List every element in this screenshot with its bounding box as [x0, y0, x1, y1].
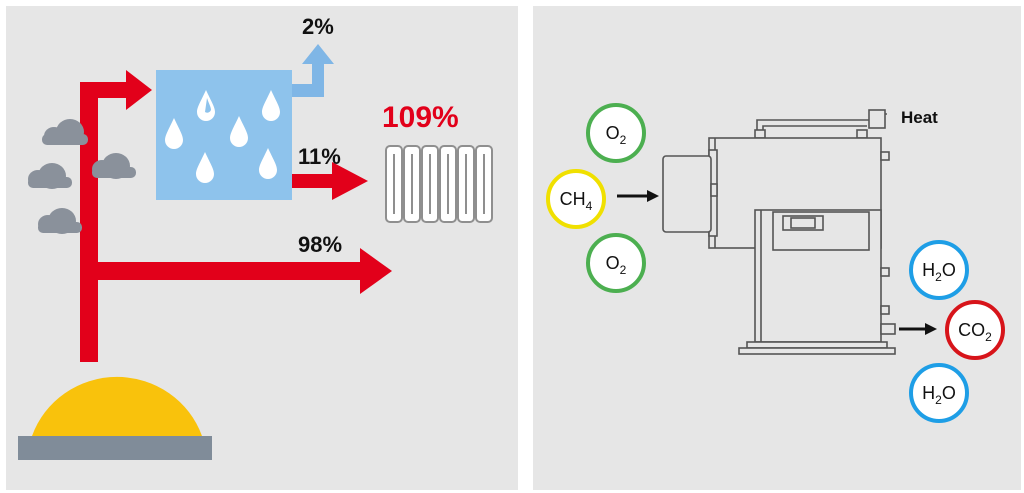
svg-text:H2O: H2O: [922, 260, 956, 284]
cloud-icon-4: [38, 208, 82, 234]
exhaust-percent-label: 2%: [302, 14, 334, 39]
flow-branch-top: [80, 82, 128, 98]
combustion-percent-label: 98%: [298, 232, 342, 257]
total-percent-label: 109%: [382, 101, 459, 134]
svg-text:CH4: CH4: [560, 189, 593, 213]
flow-arrow-11: [290, 174, 334, 188]
svg-text:O2: O2: [606, 253, 627, 277]
ch4-molecule: CH4: [546, 169, 606, 229]
svg-text:O2: O2: [606, 123, 627, 147]
co2-molecule: CO2: [945, 300, 1005, 360]
flow-arrow-98-head: [360, 248, 392, 294]
combustion-diagram: Heat O2 CH4 O2 H2O CO2 H2O: [546, 103, 1005, 423]
water-drops: [165, 90, 280, 183]
cloud-icon-2: [28, 163, 72, 189]
exhaust-arrow: [290, 44, 334, 97]
svg-text:H2O: H2O: [922, 383, 956, 407]
energy-flow-panel: 2% 11% 98% 109%: [6, 6, 518, 490]
flow-arrow-11-head: [332, 162, 368, 200]
svg-text:CO2: CO2: [958, 320, 992, 344]
flow-branch-top-arrowhead: [126, 70, 152, 110]
cloud-icon-1: [42, 119, 88, 145]
h2o-molecule-bottom: H2O: [909, 363, 969, 423]
flow-arrow-98: [80, 262, 362, 280]
o2-molecule-bottom: O2: [586, 233, 646, 293]
o2-molecule-top: O2: [586, 103, 646, 163]
cloud-icon-3: [92, 153, 136, 179]
burner-dome: [32, 376, 202, 436]
condensation-percent-label: 11%: [298, 144, 341, 169]
burner-base: [18, 436, 212, 460]
boiler-illustration: [662, 109, 896, 355]
energy-flow-diagram: 2% 11% 98% 109%: [18, 14, 493, 460]
combustion-panel: Heat O2 CH4 O2 H2O CO2 H2O: [533, 6, 1021, 490]
co2-outlet-arrow: [899, 323, 937, 335]
heat-label: Heat: [901, 108, 938, 127]
h2o-molecule-top: H2O: [909, 240, 969, 300]
radiator-icon: [385, 145, 493, 223]
flow-stem: [80, 90, 98, 362]
gas-inlet-arrow: [617, 190, 659, 202]
